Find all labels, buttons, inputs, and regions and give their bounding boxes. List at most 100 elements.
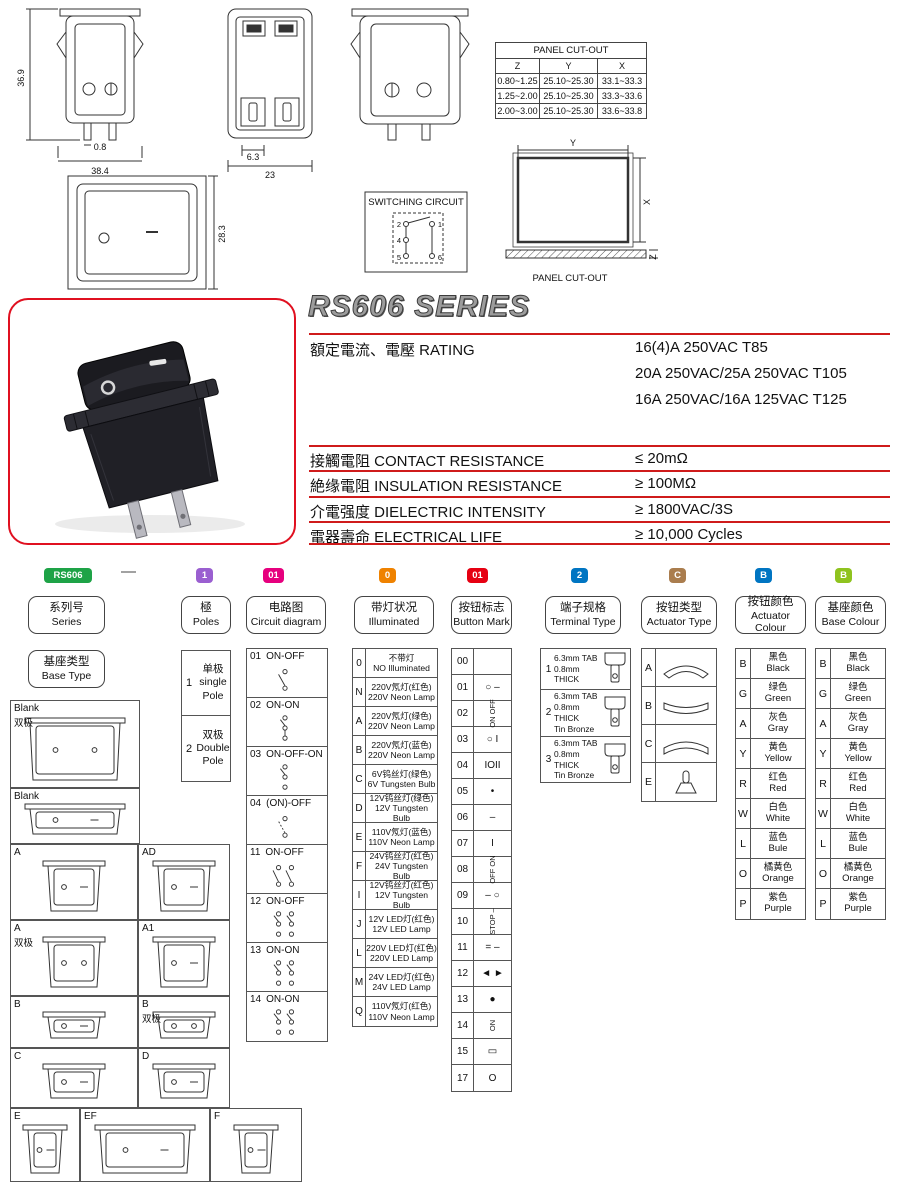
- spec-label: 接觸電阻 CONTACT RESISTANCE: [310, 453, 545, 470]
- illuminated-text: 220V氖灯(绿色)220V Neon Lamp: [366, 707, 437, 735]
- illuminated-en: 24V Tungsten Bulb: [374, 860, 429, 882]
- illuminated-code: C: [353, 765, 366, 793]
- button-mark-row: 06–: [452, 805, 511, 831]
- divider: [309, 445, 890, 447]
- pin-label: 2: [397, 220, 401, 229]
- illuminated-code: F: [353, 852, 366, 880]
- spec-value: ≥ 1800VAC/3S: [635, 501, 734, 518]
- actuator-colour-en: Red: [769, 782, 787, 794]
- switch-drawing-icon: [16, 1063, 132, 1099]
- button-mark-code: 02: [452, 701, 474, 726]
- actuator-type-row: B: [642, 687, 716, 725]
- column-header-cn: 系列号: [49, 602, 84, 615]
- cell: 33.6~33.8: [601, 106, 643, 116]
- circuit-code: 14: [250, 994, 262, 1005]
- base-type-header-cn: 基座类型: [43, 656, 90, 669]
- spec-label: 電器壽命 ELECTRICAL LIFE: [310, 529, 502, 546]
- poles-code: 1: [185, 677, 193, 689]
- pin-label: 5: [397, 253, 401, 262]
- base-colour-code: O: [816, 859, 831, 888]
- button-mark-code: 14: [452, 1013, 474, 1038]
- illuminated-en: 110V Neon Lamp: [368, 1011, 435, 1022]
- illuminated-text: 12V钨丝灯(绿色)12V Tungsten Bulb: [366, 792, 437, 824]
- base-type-label: Blank: [14, 703, 40, 714]
- illuminated-text: 220V氖灯(红色)220V Neon Lamp: [366, 678, 437, 706]
- switch-drawing-icon: [144, 1063, 224, 1099]
- base-colour-cn: 黄色: [848, 741, 868, 753]
- circuit-name: ON-ON: [266, 700, 300, 711]
- illuminated-text: 6V钨丝灯(绿色)6V Tungsten Bulb: [366, 765, 437, 793]
- code-badge: RS606: [44, 568, 92, 583]
- terminal-line: 6.3mm TAB: [554, 737, 598, 748]
- spec-label: 絶缘電阻 INSULATION RESISTANCE: [310, 478, 562, 495]
- circuit-name: ON-OFF: [266, 651, 305, 662]
- base-type-cell: AD: [138, 844, 230, 920]
- product-photo: [55, 341, 245, 539]
- column-header-en: Poles: [192, 615, 220, 628]
- rating-value: 16(4)A 250VAC T85: [635, 339, 768, 356]
- actuator-colour-code: B: [736, 649, 751, 678]
- base-type-cell: F: [210, 1108, 302, 1182]
- code-badge: 1: [196, 568, 213, 583]
- column-header-en: Terminal Type: [550, 615, 616, 628]
- code-badge: 2: [571, 568, 588, 583]
- product-photo-frame: [8, 298, 296, 545]
- cell: 33.3~33.6: [601, 91, 643, 101]
- base-type-label: F: [214, 1111, 221, 1122]
- button-mark-row: 00: [452, 649, 511, 675]
- table-header-row: Z Y X: [496, 59, 646, 74]
- divider: [309, 496, 890, 498]
- circuit-caption: 14 ON-ON: [250, 994, 324, 1005]
- circuit-name: ON-OFF: [266, 896, 305, 907]
- base-colour-cn: 紫色: [848, 892, 868, 904]
- base-colour-code: P: [816, 889, 831, 919]
- dim-front-width: 38.4: [91, 166, 109, 176]
- terminal-icon: [602, 651, 628, 687]
- dim-bezel-height: 28.3: [217, 225, 227, 243]
- actuator-type-code: E: [642, 763, 656, 801]
- actuator-colour-code: P: [736, 889, 751, 919]
- illuminated-cn: 12V钨丝灯(绿色): [369, 792, 434, 803]
- rating-value: 16A 250VAC/16A 125VAC T125: [635, 391, 847, 408]
- base-colour-en: Gray: [847, 722, 869, 734]
- illuminated-cn: 220V氖灯(蓝色): [371, 739, 432, 750]
- illuminated-code: I: [353, 881, 366, 909]
- circuit-name: ON-ON: [266, 994, 300, 1005]
- code-badge: B: [755, 568, 772, 583]
- button-mark-code: 10: [452, 909, 474, 934]
- button-mark-symbol: – ○: [485, 890, 500, 901]
- actuator-type-code: A: [642, 649, 656, 686]
- circuit-code: 03: [250, 749, 262, 760]
- poles-line: Double: [196, 741, 230, 754]
- spec-value: ≤ 20mΩ: [635, 450, 688, 467]
- dim-front-height: 36.9: [16, 69, 26, 87]
- actuator-colour-en: Yellow: [764, 752, 792, 764]
- actuator-colour-cn: 红色: [768, 771, 788, 783]
- switch-drawing-icon: [86, 1124, 204, 1174]
- base-colour-code: Y: [816, 739, 831, 768]
- base-type-cell: E: [10, 1108, 80, 1182]
- circuit-row: 04(ON)-OFF: [247, 796, 327, 845]
